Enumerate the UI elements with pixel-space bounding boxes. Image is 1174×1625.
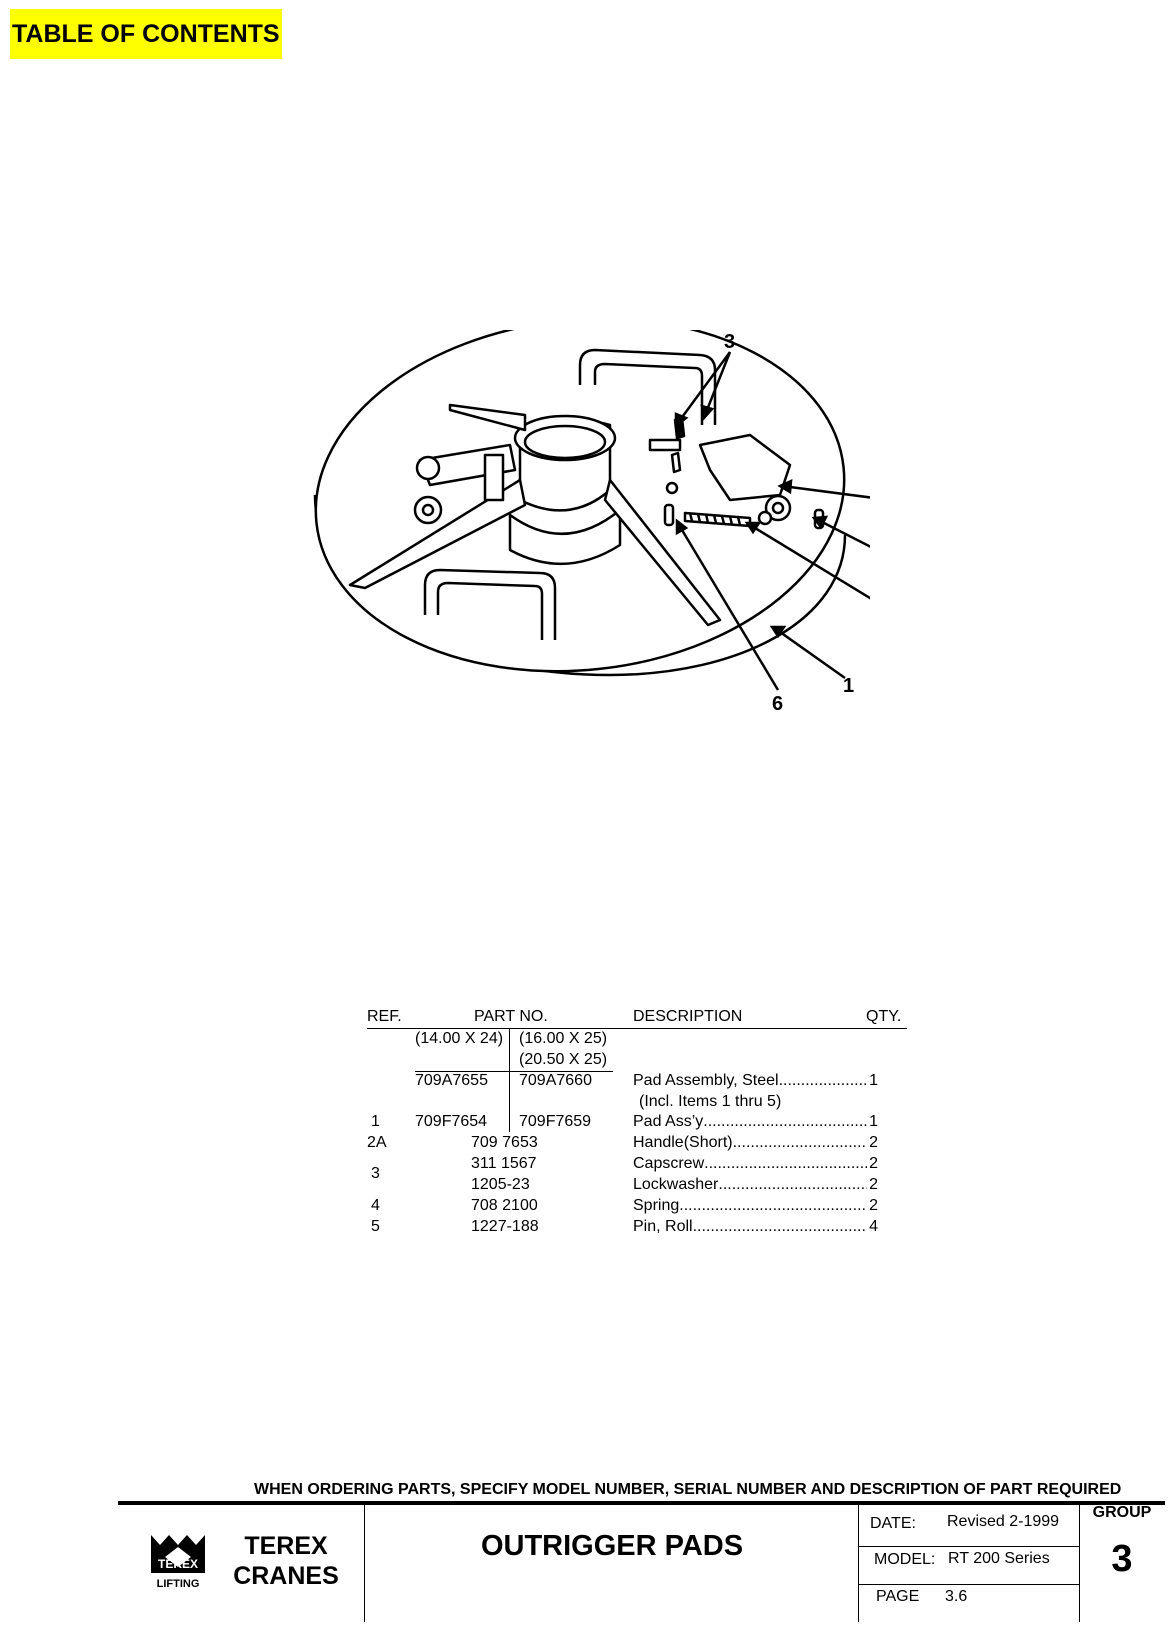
title-block-divider — [1079, 1505, 1080, 1622]
header-rule — [367, 1028, 907, 1029]
outrigger-pad-drawing: 3 2 5 4 1 6 — [313, 330, 870, 715]
date-value: Revised 2-1999 — [947, 1513, 1060, 1530]
gusset-left — [348, 478, 527, 590]
date-label: DATE: — [870, 1515, 916, 1532]
row-part-no: 709 7653 — [471, 1134, 538, 1151]
row-ref: 4 — [371, 1197, 380, 1214]
callout-3: 3 — [724, 331, 735, 353]
gusset-right — [603, 478, 722, 627]
row-description: Handle(Short) — [633, 1134, 733, 1151]
row-ref: 2A — [367, 1134, 387, 1151]
model-value: RT 200 Series — [948, 1550, 1050, 1567]
row-part-no: 1227-188 — [471, 1218, 539, 1235]
row-description: Spring — [633, 1197, 680, 1214]
title-block-divider — [858, 1505, 859, 1622]
table-row: Pin, Roll 4 — [633, 1217, 878, 1237]
brand-line2: CRANES — [233, 1562, 339, 1590]
front-handle — [423, 568, 557, 640]
row-qty: 2 — [869, 1155, 878, 1172]
svg-text:LIFTING: LIFTING — [157, 1578, 200, 1590]
page-number: 3.6 — [945, 1588, 968, 1605]
model-label: MODEL: — [874, 1551, 936, 1568]
title-block-divider — [364, 1505, 365, 1622]
row-qty: 2 — [869, 1176, 878, 1193]
row-qty: 2 — [869, 1134, 878, 1151]
row-ref: 1 — [371, 1113, 380, 1130]
row-qty: 1 — [869, 1072, 878, 1089]
header-description: DESCRIPTION — [633, 1008, 743, 1025]
table-row-pn2: 709F7659 — [519, 1113, 592, 1130]
page-label: PAGE — [876, 1588, 920, 1605]
row-ref: 5 — [371, 1218, 380, 1235]
brand-line1: TEREX — [244, 1532, 328, 1560]
row-part-no: 1205-23 — [471, 1176, 530, 1193]
row-description: Lockwasher — [633, 1176, 719, 1193]
callout-6: 6 — [772, 693, 783, 715]
table-row: Pad Ass’y 1 — [633, 1112, 878, 1132]
row-description: Pad Ass’y — [633, 1113, 704, 1130]
part-no-divider — [509, 1028, 510, 1132]
ordering-note: WHEN ORDERING PARTS, SPECIFY MODEL NUMBE… — [254, 1481, 1122, 1498]
svg-text:TEREX: TEREX — [158, 1557, 198, 1571]
row-part-no: 708 2100 — [471, 1197, 538, 1214]
group-label: GROUP — [1092, 1504, 1152, 1521]
row-description: Pad Assembly, Steel — [633, 1072, 779, 1089]
rear-handle — [578, 348, 717, 425]
table-row-pn2: 709A7660 — [519, 1072, 592, 1089]
size-col2a: (16.00 X 25) — [519, 1030, 608, 1047]
header-qty: QTY. — [866, 1008, 902, 1025]
row-part-no: 311 1567 — [471, 1155, 537, 1172]
row-description: Capscrew — [633, 1155, 705, 1172]
row-qty: 2 — [869, 1197, 878, 1214]
terex-logo: TEREX LIFTING — [151, 1535, 205, 1590]
table-row-pn1: 709F7654 — [415, 1113, 488, 1130]
title-block-rule — [118, 1501, 1165, 1505]
header-part-no: PART NO. — [474, 1008, 548, 1025]
table-of-contents-link[interactable]: TABLE OF CONTENTS — [10, 9, 282, 59]
group-number: 3 — [1111, 1538, 1133, 1580]
table-row: Pad Assembly, Steel 1 — [633, 1071, 878, 1091]
size-col2b: (20.50 X 25) — [519, 1051, 608, 1068]
gusset-rear — [448, 403, 527, 432]
brand-name: TEREX CRANES — [228, 1531, 344, 1591]
row-ref: 3 — [371, 1165, 380, 1182]
table-row: Capscrew 2 — [633, 1154, 878, 1174]
size-rule — [415, 1071, 613, 1072]
size-col1: (14.00 X 24) — [415, 1030, 504, 1047]
row-description: Pin, Roll — [633, 1218, 693, 1235]
row-note: (Incl. Items 1 thru 5) — [639, 1093, 782, 1110]
table-row-pn1: 709A7655 — [415, 1072, 488, 1089]
callout-1: 1 — [843, 675, 854, 697]
table-row: Handle(Short) 2 — [633, 1133, 878, 1153]
table-row: Lockwasher 2 — [633, 1175, 878, 1195]
table-row: Spring 2 — [633, 1196, 878, 1216]
row-qty: 1 — [869, 1113, 878, 1130]
title-block-row-rule — [858, 1584, 1079, 1585]
header-ref: REF. — [367, 1008, 402, 1025]
page-title: OUTRIGGER PADS — [480, 1530, 744, 1562]
row-qty: 4 — [869, 1218, 878, 1235]
title-block-row-rule — [858, 1546, 1079, 1547]
